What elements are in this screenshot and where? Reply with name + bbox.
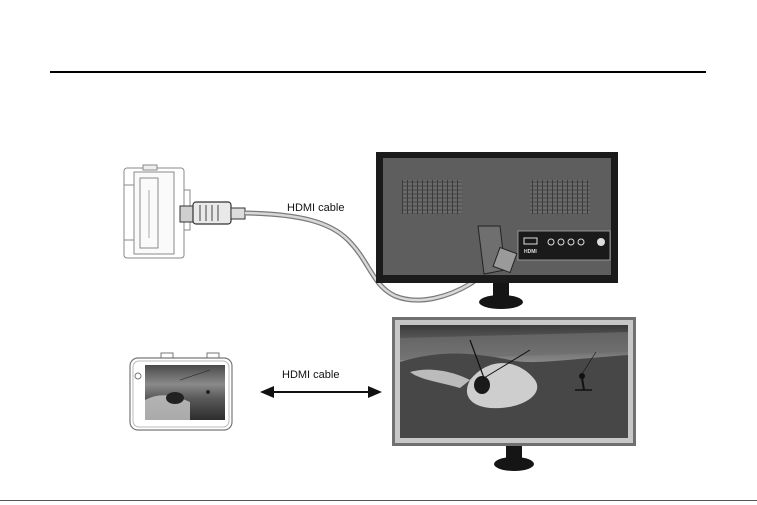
tv-icon xyxy=(376,152,618,309)
double-arrow-icon xyxy=(260,386,382,398)
monitor-icon xyxy=(392,317,636,471)
camera-screen-icon xyxy=(130,353,232,430)
footer-rule xyxy=(0,500,757,501)
hdmi-cable-label-top: HDMI cable xyxy=(287,202,344,214)
hdmi-cable-label-bottom: HDMI cable xyxy=(282,369,339,381)
hdmi-port-label: HDMI xyxy=(524,249,537,255)
